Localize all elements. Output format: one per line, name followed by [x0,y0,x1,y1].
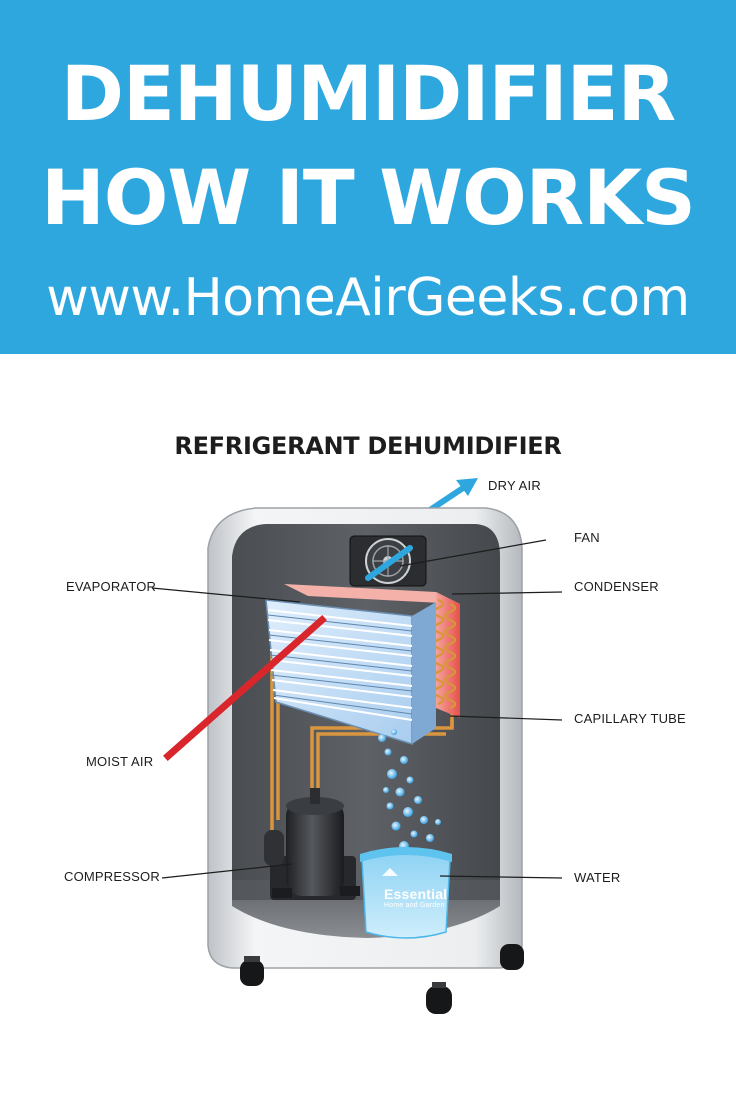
label-evaporator: EVAPORATOR [66,579,157,594]
fan-icon [349,535,427,587]
tank-logo-brand: Essential [384,886,448,902]
label-dry-air: DRY AIR [488,478,541,493]
website-link[interactable]: www.HomeAirGeeks.com [46,268,690,328]
condenser-coil [284,584,460,718]
moist-air-arrow [163,615,327,761]
label-fan: FAN [574,530,600,545]
dry-air-arrow [427,478,478,513]
compressor-unit [264,788,360,900]
header-title-line1: DEHUMIDIFIER [60,49,676,138]
diagram-title: REFRIGERANT DEHUMIDIFIER [174,432,562,460]
label-leader-lines [151,539,563,879]
header-title-line2: HOW IT WORKS [41,153,696,242]
label-moist-air: MOIST AIR [86,754,154,769]
water-tank [360,847,452,939]
label-condenser: CONDENSER [574,579,659,594]
label-capillary-tube: CAPILLARY TUBE [574,711,686,726]
tank-logo-tagline: Home and Garden [384,902,445,909]
wheels [240,944,524,1014]
header-banner: DEHUMIDIFIER HOW IT WORKS www.HomeAirGee… [0,0,736,354]
label-water: WATER [574,870,621,885]
label-compressor: COMPRESSOR [64,869,160,884]
